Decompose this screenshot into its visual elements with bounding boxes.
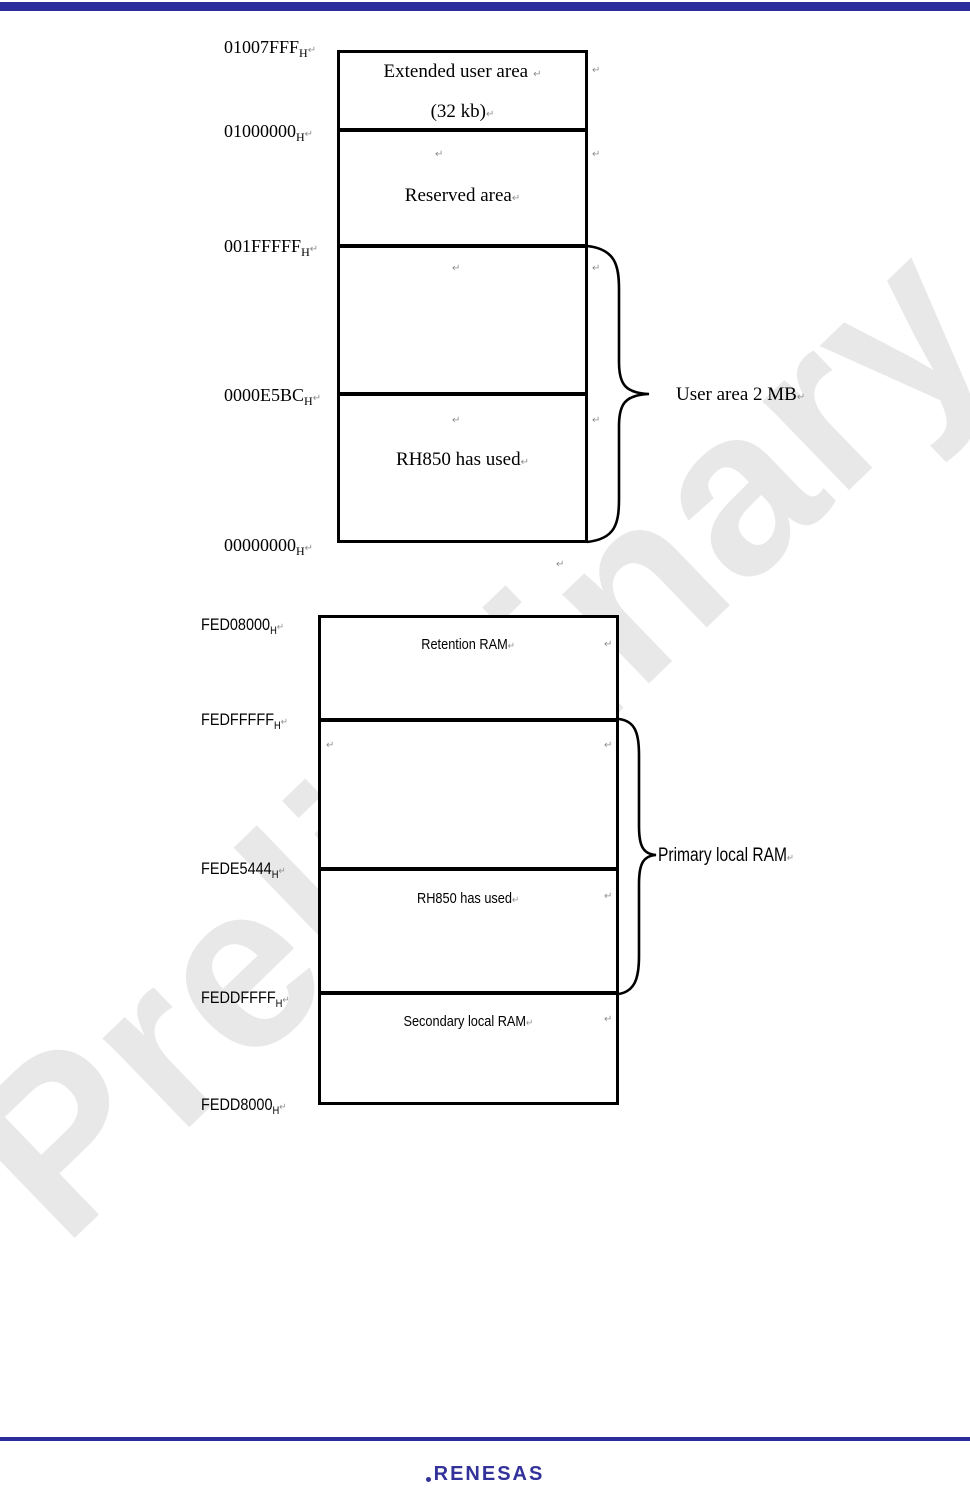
primary-local-ram-brace-label: Primary local RAM↵ — [658, 845, 794, 866]
segment-label-extended-user-area: Extended user area↵ — [383, 61, 542, 82]
return-mark-icon: ↵ — [326, 740, 335, 751]
return-mark-icon: ↵ — [309, 244, 319, 255]
return-mark-icon: ↵ — [592, 415, 601, 426]
return-mark-icon: ↵ — [604, 1014, 613, 1025]
return-mark-icon: ↵ — [276, 622, 284, 633]
memory-map-1-divider-001fffff — [340, 244, 585, 248]
page-bottom-rule — [0, 1437, 970, 1441]
return-mark-icon: ↵ — [304, 129, 314, 140]
address-label: 01007FFFH↵ — [224, 37, 317, 60]
address-label: 01000000H↵ — [224, 121, 314, 144]
return-mark-icon: ↵ — [307, 45, 317, 56]
segment-label-reserved-area: Reserved area↵ — [404, 185, 521, 206]
user-area-brace-label: User area 2 MB↵ — [676, 384, 806, 405]
segment-label-retention-ram: Retention RAM↵ — [421, 636, 516, 653]
return-mark-icon: ↵ — [604, 891, 613, 902]
return-mark-icon: ↵ — [592, 65, 601, 76]
address-label: FED08000H↵ — [201, 615, 284, 637]
return-mark-icon: ↵ — [526, 1018, 534, 1029]
user-area-brace — [585, 243, 665, 550]
return-mark-icon: ↵ — [592, 263, 601, 274]
primary-local-ram-brace — [617, 716, 659, 1002]
return-mark-icon: ↵ — [604, 740, 613, 751]
return-mark-icon: ↵ — [533, 69, 542, 80]
return-mark-icon: ↵ — [280, 717, 288, 728]
return-mark-icon: ↵ — [279, 1102, 287, 1113]
address-label: FEDE5444H↵ — [201, 859, 286, 881]
address-label: FEDD8000H↵ — [201, 1095, 287, 1117]
memory-map-1-divider-0000e5bc — [340, 392, 585, 396]
memory-map-2-divider-feddffff — [321, 991, 616, 995]
memory-map-1-divider-01000000 — [340, 128, 585, 132]
segment-label-rh850-used: RH850 has used↵ — [417, 890, 520, 907]
return-mark-icon: ↵ — [304, 543, 314, 554]
return-mark-icon: ↵ — [282, 995, 290, 1006]
return-mark-icon: ↵ — [604, 639, 613, 650]
return-mark-icon: ↵ — [796, 392, 806, 403]
segment-label-secondary-local-ram: Secondary local RAM↵ — [403, 1013, 534, 1030]
return-mark-icon: ↵ — [508, 641, 516, 652]
return-mark-icon: ↵ — [452, 415, 461, 426]
address-label: 0000E5BCH↵ — [224, 385, 322, 408]
return-mark-icon: ↵ — [511, 193, 521, 204]
return-mark-icon: ↵ — [520, 457, 529, 468]
return-mark-icon: ↵ — [486, 109, 495, 120]
address-label: 001FFFFFH↵ — [224, 236, 319, 259]
renesas-logo-dot-icon — [425, 1477, 431, 1482]
return-mark-icon: ↵ — [435, 149, 444, 160]
renesas-logo-text: RENESAS — [433, 1463, 545, 1485]
renesas-logo: RENESAS — [0, 1464, 970, 1484]
memory-map-2-divider-fedfffff — [321, 718, 616, 722]
segment-label-extended-size: (32 kb)↵ — [430, 101, 495, 122]
memory-map-2-box — [318, 615, 619, 1105]
return-mark-icon: ↵ — [592, 149, 601, 160]
address-label: FEDDFFFFH↵ — [201, 988, 290, 1010]
return-mark-icon: ↵ — [312, 393, 322, 404]
return-mark-icon: ↵ — [512, 895, 520, 906]
memory-map-1-box — [337, 50, 588, 543]
return-mark-icon: ↵ — [556, 559, 565, 570]
return-mark-icon: ↵ — [452, 263, 461, 274]
page-top-rule — [0, 2, 970, 11]
address-label: FEDFFFFFH↵ — [201, 710, 288, 732]
address-label: 00000000H↵ — [224, 535, 314, 558]
return-mark-icon: ↵ — [278, 866, 286, 877]
memory-map-2-divider-fede5444 — [321, 867, 616, 871]
return-mark-icon: ↵ — [786, 853, 794, 864]
segment-label-rh850-used: RH850 has used↵ — [396, 449, 529, 470]
